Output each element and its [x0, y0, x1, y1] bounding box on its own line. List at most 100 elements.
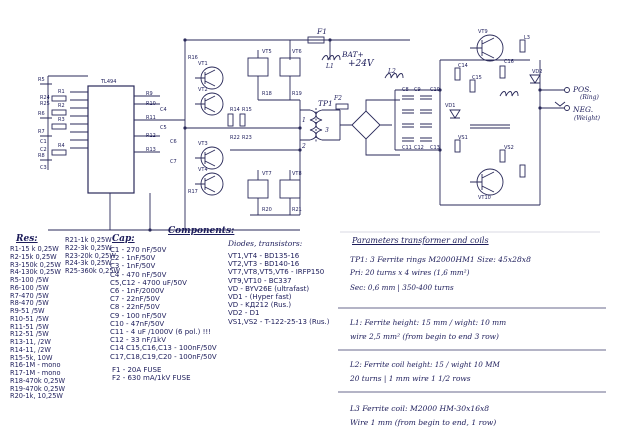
- ic-label: TL494: [101, 79, 117, 85]
- designator-label: C2: [40, 147, 47, 153]
- resistor-item: R8-470 /5W: [10, 299, 49, 308]
- designator-label: R9: [146, 91, 153, 97]
- transformer-pin1: 1: [302, 117, 306, 124]
- designator-label: R17: [188, 189, 198, 195]
- resistor-item: R13-11, /2W: [10, 338, 51, 346]
- l1-label: L1: [326, 63, 334, 70]
- capacitor-item: C10 - 47nF/50V: [110, 319, 165, 328]
- components-heading: Components:: [168, 226, 235, 236]
- designator-label: VT2: [198, 87, 208, 93]
- transformer-pin2: 2: [302, 143, 306, 150]
- designator-label: C14: [458, 63, 468, 69]
- capacitor-item: C7 - 22nF/50V: [110, 295, 160, 304]
- designator-label: R6: [38, 111, 45, 117]
- transformer-label: TP1: [318, 99, 333, 108]
- param-sec: Sec: 0,6 mm | 350-400 turns: [350, 283, 454, 292]
- resistor-item: R15-5k, 10W: [10, 353, 53, 362]
- designator-label: C9: [414, 87, 421, 93]
- resistor-item: R11-51 /5W: [10, 322, 49, 331]
- designator-label: C6: [170, 139, 177, 145]
- designator-label: VT10: [478, 195, 491, 201]
- param-l2-b: 20 turns | 1 mm wire 1 1/2 rows: [350, 374, 471, 383]
- designator-label: VT4: [198, 167, 208, 173]
- designator-label: VS1: [458, 135, 468, 141]
- designator-label: R24: [40, 95, 50, 101]
- designator-label: VD1: [445, 103, 456, 109]
- resistor-item: R3-150k 0,25W: [10, 260, 61, 269]
- designator-label: R18: [262, 91, 272, 97]
- l2-label: L2: [388, 68, 396, 75]
- capacitor-item: C6 - 1nF/2000V: [110, 287, 165, 296]
- designator-label: VS2: [504, 145, 514, 151]
- designator-label: R5: [38, 77, 45, 83]
- transistor-item: VD2 - D1: [228, 309, 260, 318]
- resistor-item: R1-15 k 0,25W: [10, 245, 59, 253]
- designator-label: R3: [58, 117, 65, 123]
- designator-label: C3: [40, 165, 47, 171]
- resistor-item: R20-1k, 10,25W: [10, 392, 63, 401]
- transistor-item: VT7,VT8,VT5,VT6 - IRFP150: [228, 268, 325, 277]
- designator-label: C13: [430, 145, 440, 151]
- transistor-item: VS1,VS2 - T-122-25-13 (Rus.): [228, 317, 330, 326]
- designator-label: R12: [146, 133, 156, 139]
- transistor-item: VT1,VT4 - BD135-16: [228, 252, 300, 260]
- capacitor-item: C3 - 1nF/50V: [110, 262, 156, 271]
- fuse2-label: F2: [334, 95, 342, 102]
- designator-label: R19: [292, 91, 302, 97]
- designator-label: VT7: [262, 171, 272, 177]
- resistor-item: R16-1M - mono: [10, 361, 61, 370]
- designator-label: VT9: [478, 29, 488, 35]
- designator-label: R10: [146, 101, 156, 107]
- param-l1-a: L1: Ferrite height: 15 mm / wight: 10 mm: [350, 318, 507, 327]
- param-l3-b: Wire 1 mm (from begin to end, 1 row): [350, 418, 497, 427]
- resistor-item: R19-470k 0,25W: [10, 384, 66, 393]
- designator-label: C10: [430, 87, 440, 93]
- resistor-item: R2-15k 0,25W: [10, 252, 57, 261]
- designator-label: R25: [40, 101, 50, 107]
- resistor-item: R9-51 /5W: [10, 307, 45, 315]
- designator-label: C4: [160, 107, 167, 113]
- cap-heading: Cap:: [112, 234, 135, 244]
- designator-label: R21: [292, 207, 302, 213]
- designator-label: R8: [38, 153, 45, 159]
- capacitor-item: C8 - 22nF/50V: [110, 303, 160, 312]
- designator-label: C16: [504, 59, 514, 65]
- designator-label: R14: [230, 107, 240, 113]
- output-neg-sub: (Weight): [574, 115, 600, 122]
- transformer-pin3: 3: [325, 127, 329, 134]
- designator-label: C5: [160, 125, 167, 131]
- designator-label: R13: [146, 147, 156, 153]
- capacitor-item: C11 - 4 uF /1000V (6 pol.) !!!: [110, 328, 212, 337]
- fuse-item: F1 - 20A FUSE: [112, 366, 162, 374]
- output-neg-label: NEG.: [573, 105, 594, 114]
- designator-label: VT3: [198, 141, 208, 147]
- designator-label: C7: [170, 159, 177, 165]
- designator-label: VT5: [262, 49, 272, 55]
- designator-label: VT1: [198, 61, 208, 67]
- capacitor-item: C12 - 33 nF/1kV: [110, 336, 167, 345]
- resistor-item: R23-20k 0,25W: [65, 251, 116, 260]
- resistor-item: R4-130k 0,25W: [10, 268, 61, 277]
- diodes-heading: Diodes, transistors:: [228, 239, 303, 248]
- transistor-item: VT2,VT3 - BD140-16: [228, 260, 300, 269]
- param-l2-a: L2: Ferrite coil height: 15 / wight 10 M…: [350, 360, 500, 369]
- designator-label: L3: [524, 35, 530, 41]
- transistor-item: VD - BYV26E (ultrafast): [228, 284, 310, 293]
- designator-label: R11: [146, 115, 156, 121]
- resistor-item: R12-51 /5W: [10, 330, 49, 339]
- transistor-item: VD1 - (Hyper fast): [228, 293, 292, 302]
- designator-label: R22: [230, 135, 240, 141]
- resistor-item: R6-100 /5W: [10, 283, 49, 292]
- designator-label: VD2: [532, 69, 543, 75]
- param-l3-a: L3 Ferrite coil: M2000 HM-30x16x8: [350, 404, 490, 413]
- resistor-item: R7-470 /5W: [10, 291, 49, 300]
- designator-label: R1: [58, 89, 65, 95]
- designator-label: R2: [58, 103, 65, 109]
- capacitor-item: C2 - 1nF/50V: [110, 254, 156, 263]
- transistor-item: VD - KД212 (Rus.): [228, 301, 292, 310]
